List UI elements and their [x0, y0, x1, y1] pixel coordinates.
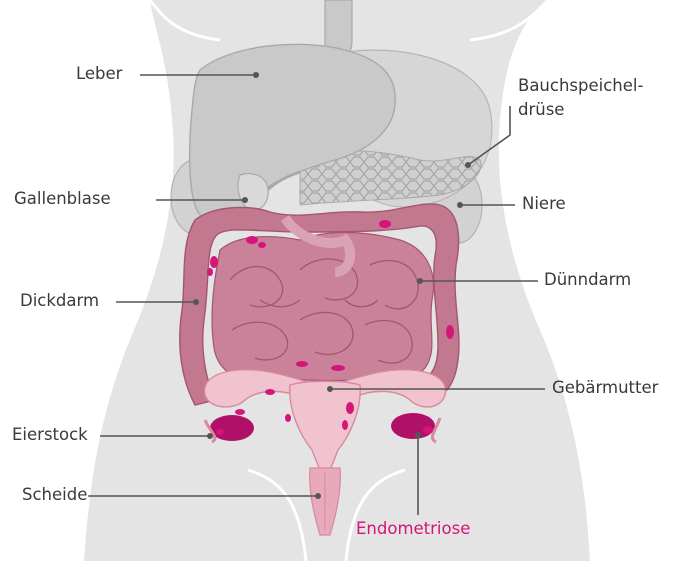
label-leber: Leber — [76, 64, 122, 84]
label-bauchspeicheldruese-1: Bauchspeichel- — [518, 76, 643, 96]
ovary-left — [210, 415, 254, 441]
label-scheide: Scheide — [22, 485, 87, 505]
label-duenndarm: Dünndarm — [544, 270, 631, 290]
label-bauchspeicheldruese-2: drüse — [518, 100, 564, 120]
label-gebaermutter: Gebärmutter — [552, 378, 658, 398]
label-eierstock: Eierstock — [12, 425, 88, 445]
ovary-right — [391, 413, 435, 439]
small-intestine — [212, 232, 433, 380]
label-endometriose: Endometriose — [356, 519, 470, 539]
label-gallenblase: Gallenblase — [14, 189, 111, 209]
label-dickdarm: Dickdarm — [20, 291, 99, 311]
label-niere: Niere — [522, 194, 566, 214]
